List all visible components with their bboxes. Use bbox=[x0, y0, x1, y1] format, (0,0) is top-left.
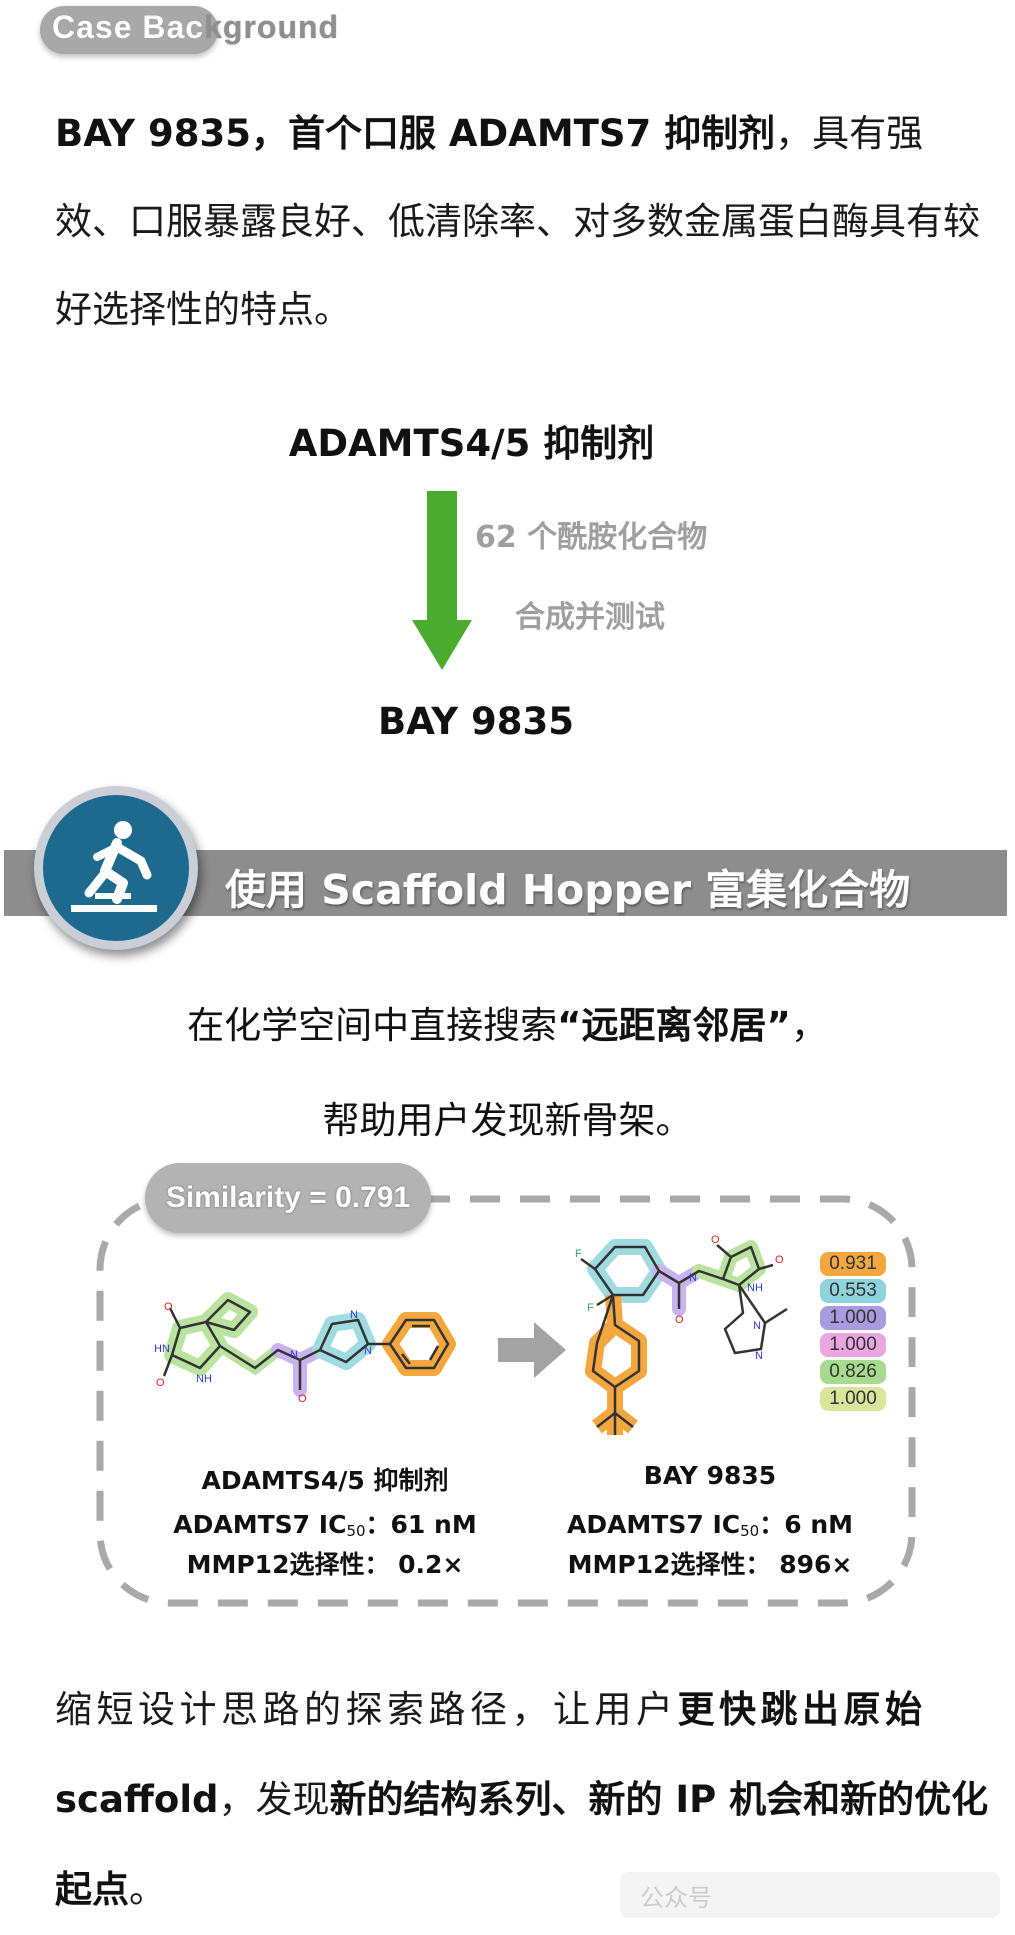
intro-paragraph: BAY 9835，首个口服 ADAMTS7 抑制剂，具有强效、口服暴露良好、低清… bbox=[55, 90, 990, 354]
case-background-title: Case Background bbox=[52, 9, 340, 45]
right-selectivity: MMP12选择性： 896× bbox=[567, 1550, 853, 1579]
flow-source: ADAMTS4/5 抑制剂 bbox=[288, 422, 655, 465]
svg-text:O: O bbox=[164, 1301, 173, 1313]
watermark-box bbox=[620, 1872, 1000, 1918]
person-jumping-icon bbox=[71, 821, 157, 912]
right-ic50: ADAMTS7 IC50：6 nM bbox=[566, 1510, 853, 1540]
svg-text:O: O bbox=[711, 1234, 720, 1246]
svg-text:O: O bbox=[156, 1377, 165, 1389]
fragment-score: 1.000 bbox=[820, 1387, 886, 1411]
svg-text:O: O bbox=[675, 1314, 684, 1326]
intro-bold: BAY 9835，首个口服 ADAMTS7 抑制剂 bbox=[55, 112, 776, 155]
svg-text:N: N bbox=[753, 1320, 761, 1332]
case-background-pill bbox=[40, 6, 218, 54]
svg-text:NH: NH bbox=[747, 1282, 763, 1294]
svg-text:O: O bbox=[775, 1254, 784, 1266]
right-molecule-structure: F F O O O N NH N N bbox=[575, 1234, 788, 1435]
similarity-pill bbox=[145, 1163, 431, 1233]
down-arrow-icon bbox=[427, 491, 457, 623]
watermark-text: 公众号 bbox=[640, 1884, 712, 1912]
left-selectivity: MMP12选择性： 0.2× bbox=[186, 1550, 464, 1579]
similarity-label: Similarity = 0.791 bbox=[165, 1181, 411, 1214]
svg-text:N: N bbox=[689, 1272, 697, 1284]
right-compound-name: BAY 9835 bbox=[643, 1461, 777, 1490]
statement-line-2: 帮助用户发现新骨架。 bbox=[322, 1099, 693, 1142]
intro-rest: ，具有强效、口服暴露良好、低清除率、对多数金属蛋白酶具有较好选择性的特点。 bbox=[55, 112, 980, 331]
badge-circle bbox=[43, 795, 189, 941]
left-ic50: ADAMTS7 IC50：61 nM bbox=[173, 1510, 477, 1540]
fragment-score: 1.000 bbox=[820, 1333, 886, 1357]
transform-arrow-icon bbox=[498, 1322, 566, 1378]
svg-text:N: N bbox=[364, 1345, 372, 1357]
flow-note-action: 合成并测试 bbox=[515, 600, 665, 635]
flow-target: BAY 9835 bbox=[378, 700, 574, 743]
fragment-score: 0.826 bbox=[820, 1360, 886, 1384]
svg-text:N: N bbox=[290, 1349, 298, 1361]
left-compound-name: ADAMTS4/5 抑制剂 bbox=[201, 1466, 449, 1495]
statement-line-1: 在化学空间中直接搜索“远距离邻居”， bbox=[187, 1004, 828, 1047]
section-title: 使用 Scaffold Hopper 富集化合物 bbox=[225, 866, 911, 914]
svg-text:NH: NH bbox=[196, 1373, 212, 1385]
down-arrow-head bbox=[412, 620, 472, 670]
svg-text:N: N bbox=[755, 1350, 763, 1362]
fragment-score: 1.000 bbox=[820, 1306, 886, 1330]
svg-text:HN: HN bbox=[154, 1343, 170, 1355]
fragment-score: 0.931 bbox=[820, 1252, 886, 1276]
svg-text:F: F bbox=[587, 1302, 594, 1314]
fragment-score: 0.553 bbox=[820, 1279, 886, 1303]
svg-text:F: F bbox=[575, 1248, 582, 1260]
left-molecule-structure: O O O NH HN N N N bbox=[154, 1292, 456, 1405]
comparison-dashed-frame bbox=[96, 1195, 916, 1607]
flow-note-count: 62 个酰胺化合物 bbox=[475, 520, 708, 555]
svg-text:O: O bbox=[298, 1393, 307, 1405]
fragment-score-list: 0.931 0.553 1.000 1.000 0.826 1.000 bbox=[820, 1252, 886, 1414]
svg-text:N: N bbox=[350, 1309, 358, 1321]
